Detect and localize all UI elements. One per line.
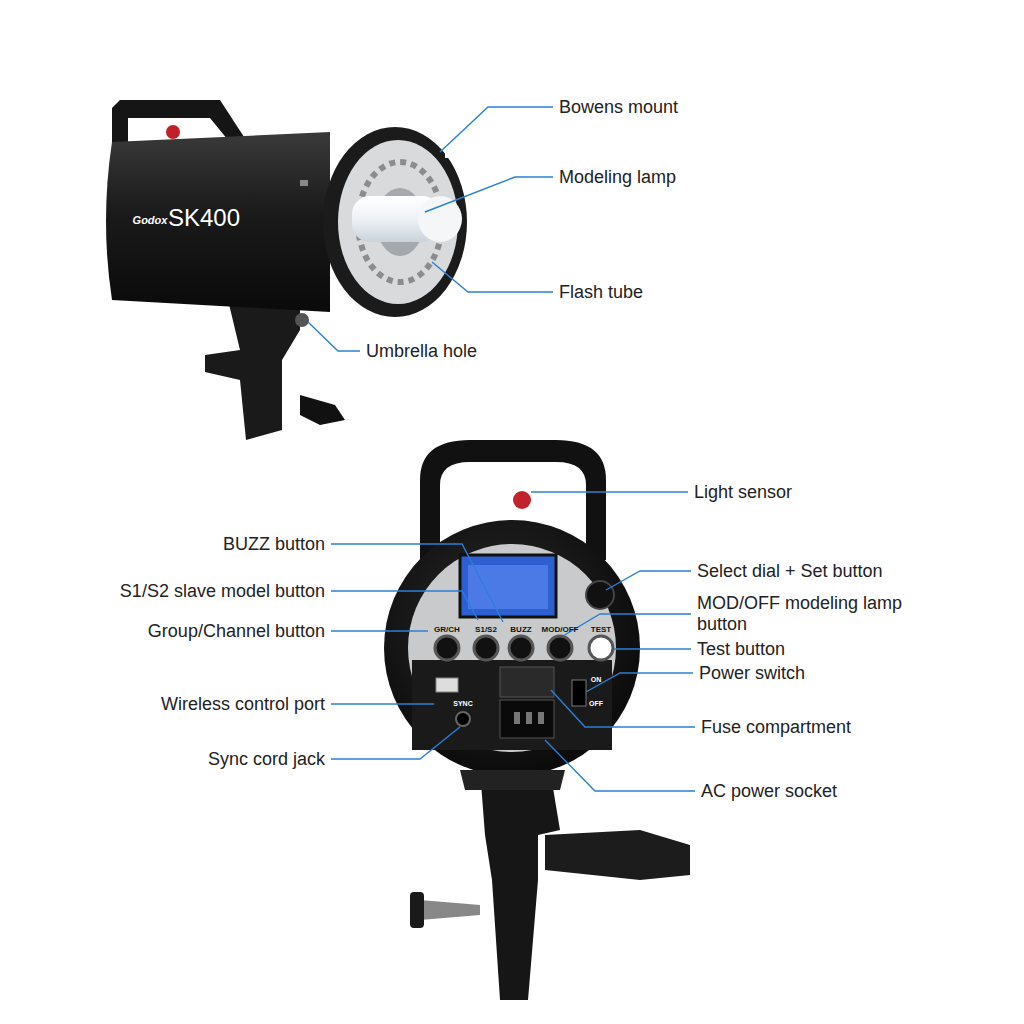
leader-line [331, 703, 434, 704]
ac-socket [500, 700, 554, 738]
fuse-compartment [500, 667, 554, 697]
flash-body [106, 132, 330, 312]
leader-lines [308, 107, 695, 791]
model-text: SK400 [168, 204, 240, 232]
switch-text: ON [591, 676, 602, 684]
knob [300, 395, 345, 425]
vent-skirt [460, 770, 565, 790]
button [435, 636, 459, 660]
vent [300, 180, 308, 186]
part-label: Group/Channel button [148, 621, 325, 642]
part-label: AC power socket [701, 781, 837, 802]
stand-bracket [205, 300, 300, 440]
leader-line [551, 690, 695, 727]
knob [410, 892, 424, 928]
light-sensor [166, 125, 180, 139]
lever [545, 830, 690, 880]
stand [480, 770, 560, 1000]
leader-line [432, 262, 553, 292]
button-text: BUZZ [510, 625, 531, 634]
lamp-tip [418, 196, 462, 242]
leader-line [308, 322, 360, 351]
part-label: Bowens mount [559, 97, 678, 118]
button [509, 636, 533, 660]
lcd-screen [460, 555, 556, 617]
leader-line [331, 544, 503, 622]
leader-line [614, 648, 691, 649]
part-label: Light sensor [694, 482, 792, 503]
leader-line [586, 673, 693, 692]
button-text: S1/S2 [475, 625, 497, 634]
lcd-area [468, 565, 548, 609]
leader-line [606, 571, 691, 590]
back-housing [384, 520, 640, 776]
umbrella-hole [295, 313, 309, 327]
usb-port [436, 678, 458, 692]
button-text: MOD/OFF [542, 625, 579, 634]
button [474, 636, 498, 660]
button [548, 636, 572, 660]
sync-jack [456, 712, 470, 726]
pin [538, 712, 544, 724]
control-plate [408, 544, 616, 752]
part-label: Fuse compartment [701, 717, 851, 738]
part-label: Sync cord jack [208, 749, 325, 770]
part-label: Flash tube [559, 282, 643, 303]
leader-line [545, 740, 695, 791]
leader-line [440, 107, 553, 152]
part-label: S1/S2 slave model button [120, 581, 325, 602]
ring-tab [445, 150, 453, 158]
part-label: BUZZ button [223, 534, 325, 555]
switch-text: OFF [589, 700, 603, 708]
leader-line [331, 727, 460, 759]
part-label: Wireless control port [161, 694, 325, 715]
port-text: SYNC [453, 700, 472, 708]
pin [526, 712, 532, 724]
part-label: Test button [697, 639, 785, 660]
lower-panel [412, 660, 612, 750]
brand-text: Godox [133, 214, 168, 227]
button-text: GR/CH [434, 625, 460, 634]
part-label: MOD/OFF modeling lamp button [697, 593, 937, 634]
pin [514, 712, 520, 724]
part-label: Power switch [699, 663, 805, 684]
light-sensor [513, 491, 531, 509]
leader-line [563, 614, 691, 636]
button-text: TEST [591, 625, 611, 634]
power-switch [572, 680, 586, 706]
part-label: Select dial + Set button [697, 561, 883, 582]
leader-line [425, 177, 553, 212]
screw [420, 900, 480, 920]
test-button [589, 636, 613, 660]
select-dial [586, 581, 614, 609]
part-label: Umbrella hole [366, 341, 477, 362]
leader-line [531, 491, 688, 492]
leader-line [331, 630, 428, 631]
part-label: Modeling lamp [559, 167, 676, 188]
leader-line [331, 591, 478, 620]
bowens-mount [323, 127, 467, 317]
